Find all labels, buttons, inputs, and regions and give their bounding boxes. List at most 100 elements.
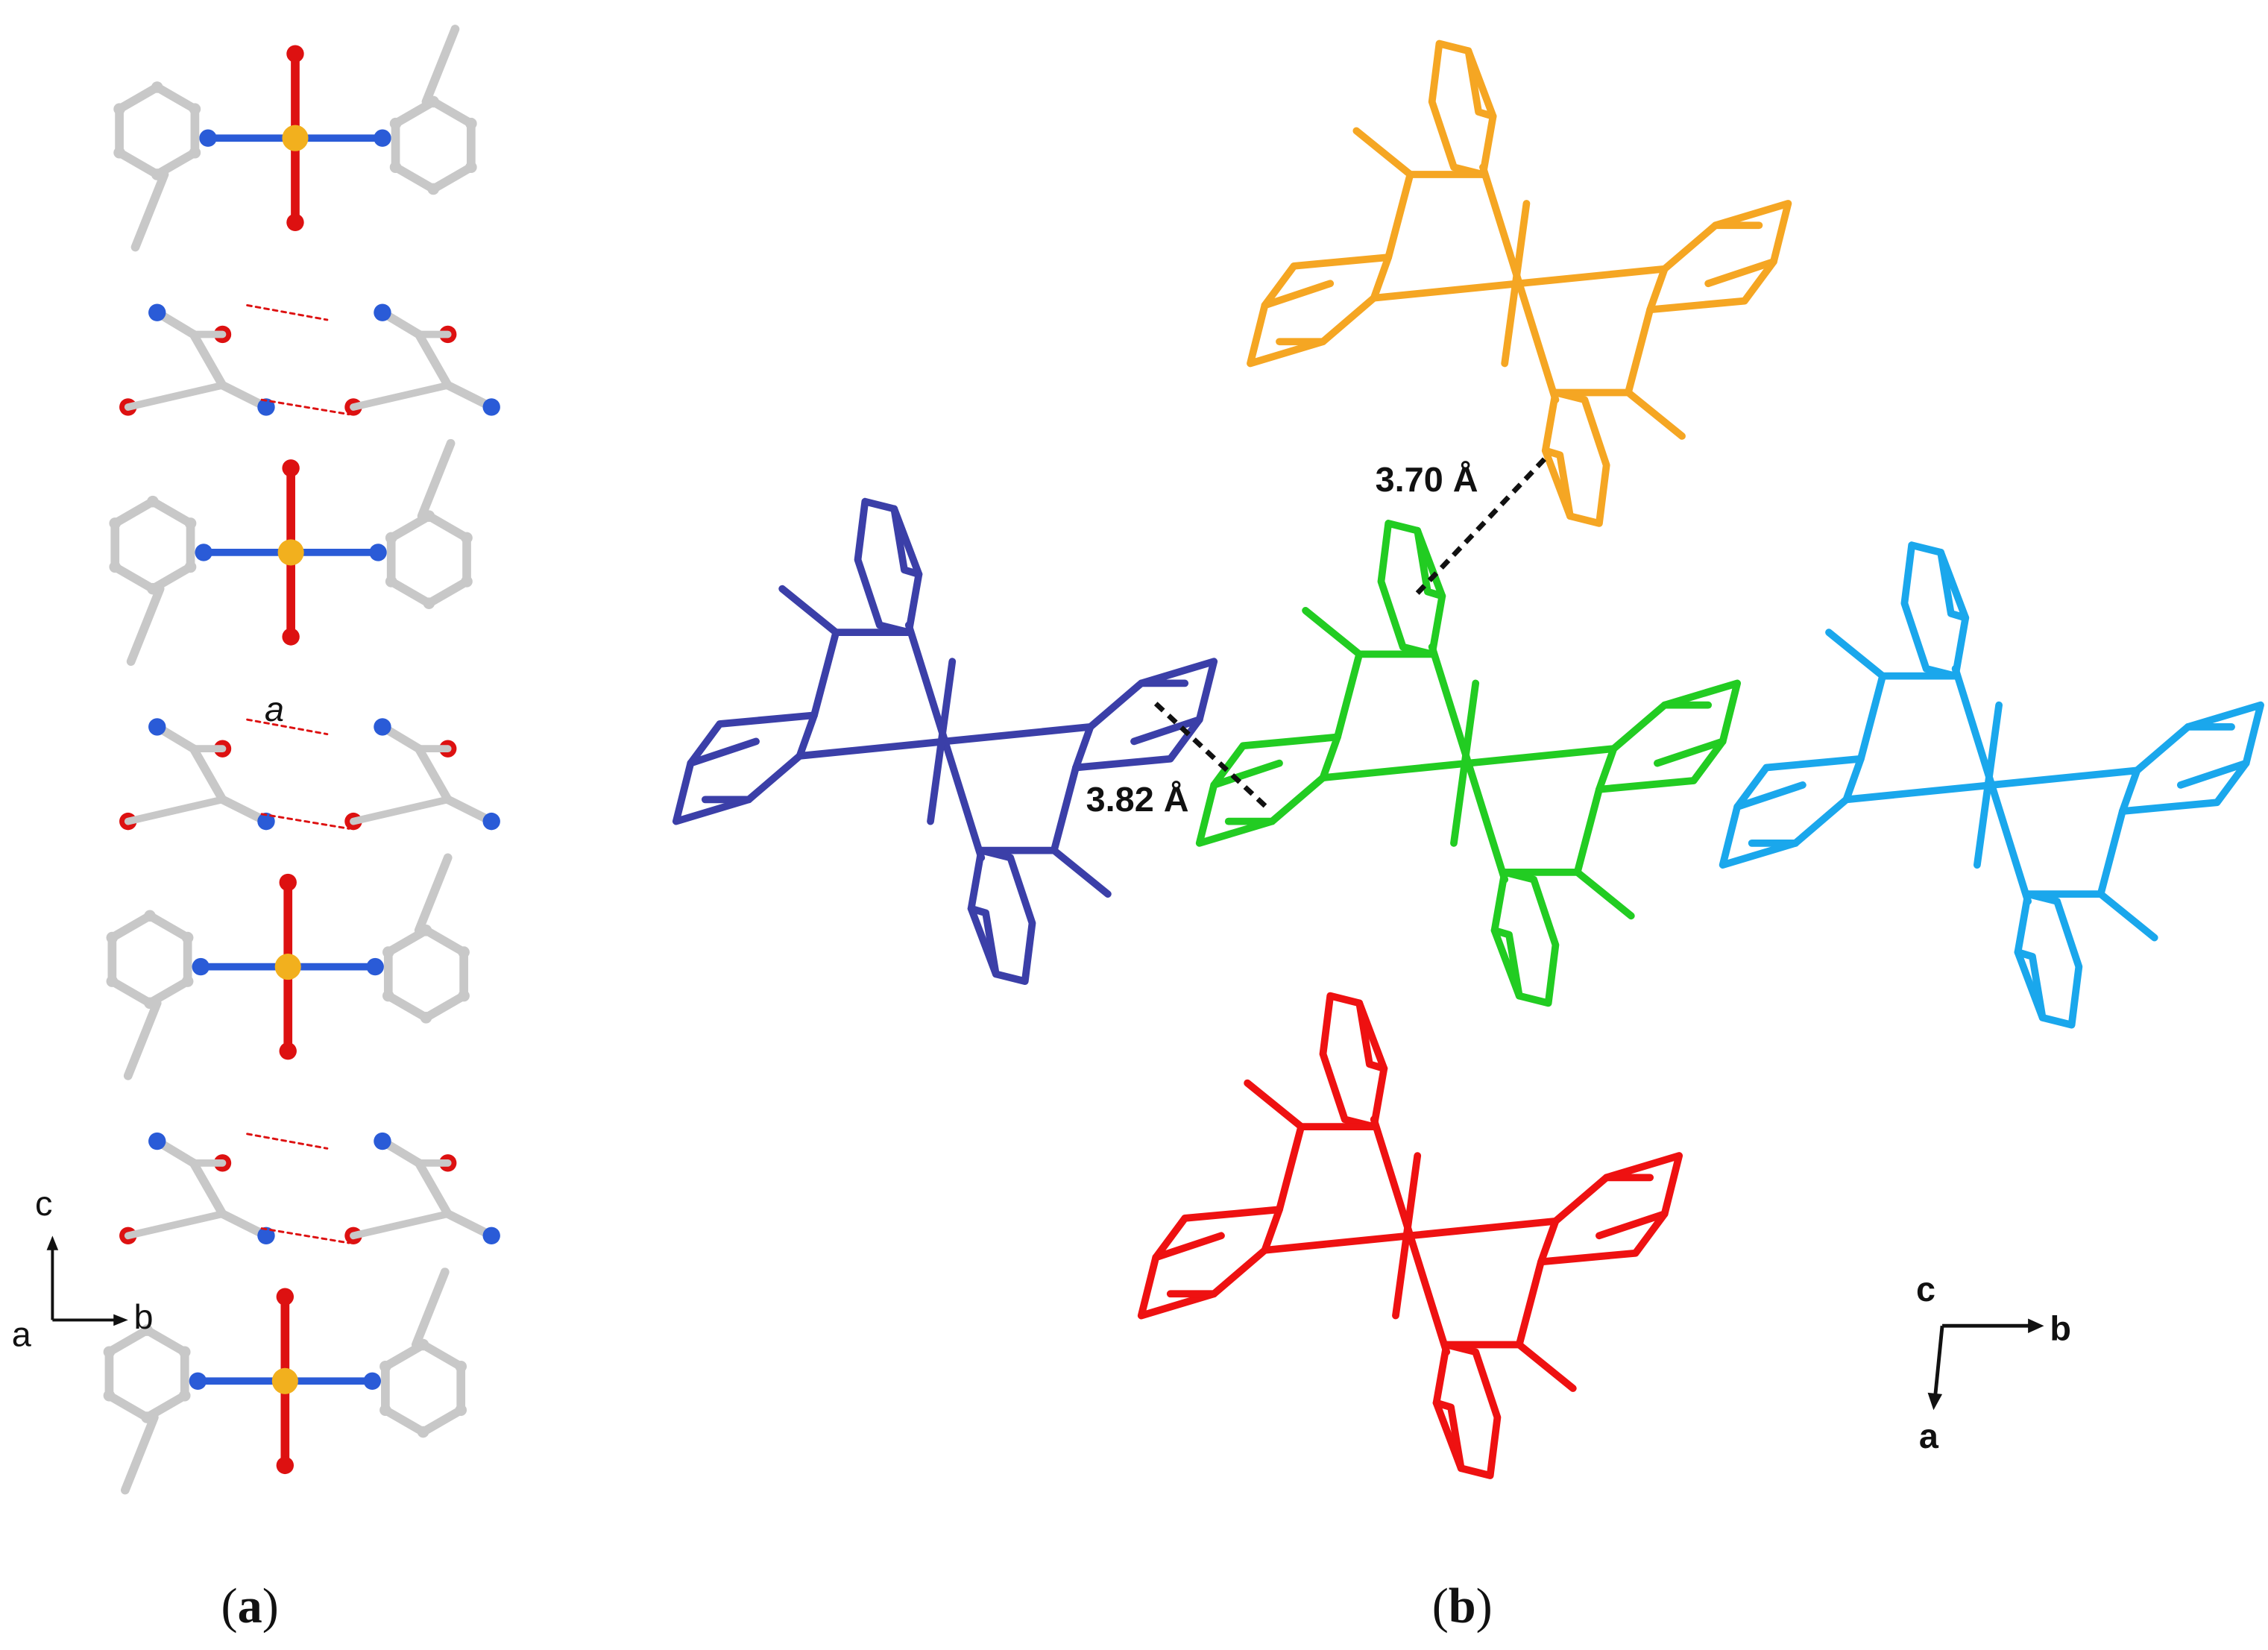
- molecule-right: [1719, 541, 2264, 1029]
- nitrogen-atom: [482, 812, 500, 831]
- ligand-bond: [1137, 1232, 1269, 1320]
- carbon-atom: [379, 1360, 391, 1373]
- ligand-bond: [1244, 1079, 1305, 1130]
- bond: [189, 1158, 227, 1218]
- nitrogen-atom: [374, 718, 391, 736]
- bond: [121, 1413, 159, 1495]
- axis-label-c: c: [35, 1184, 52, 1223]
- nitrogen-atom: [363, 1372, 382, 1390]
- bond: [418, 1405, 466, 1437]
- ligand-bond: [1377, 520, 1446, 658]
- bond: [350, 1210, 452, 1240]
- bond: [383, 991, 431, 1022]
- ligand-bond: [1302, 607, 1364, 658]
- ligand-bond: [1261, 1123, 1378, 1254]
- bond: [260, 1227, 350, 1244]
- carbon-atom: [382, 989, 394, 1002]
- ligand-bond: [1573, 868, 1635, 920]
- oxygen-atom: [279, 1042, 297, 1060]
- carbon-atom: [455, 1360, 467, 1373]
- nitrogen-atom: [192, 957, 210, 976]
- oxygen-atom: [276, 1288, 294, 1306]
- ligand-bond: [1610, 679, 1742, 767]
- ligand-bond: [977, 723, 1094, 854]
- bond: [107, 977, 154, 1008]
- metal-bond: [1392, 1152, 1422, 1320]
- carbon-atom: [189, 146, 201, 159]
- ligand-bond: [2014, 890, 2083, 1029]
- ligand-bond: [1355, 999, 1388, 1072]
- axis-label-a: a: [12, 1314, 32, 1353]
- bond: [246, 1133, 329, 1150]
- bond: [115, 148, 162, 179]
- ligand-bond: [2014, 948, 2047, 1021]
- ligand-bond: [1210, 733, 1341, 789]
- ligand-bond: [672, 737, 804, 825]
- carbon-atom: [144, 910, 156, 922]
- bond: [189, 744, 227, 804]
- carbon-atom: [385, 576, 397, 588]
- ligand-bond: [2133, 701, 2264, 789]
- carbon-atom: [106, 931, 119, 944]
- ligand-bond: [1596, 737, 1727, 793]
- ligand-bond: [2024, 766, 2141, 898]
- molecule-left: [672, 497, 1218, 985]
- carbon-atom: [106, 975, 119, 987]
- carbon-atom: [147, 495, 159, 508]
- ligand-bond: [1319, 650, 1436, 782]
- carbon-atom: [458, 989, 470, 1002]
- carbon-atom: [385, 532, 397, 544]
- axis-label-c: c: [1916, 1270, 1935, 1309]
- carbon-atom: [389, 161, 402, 174]
- carbon-atom: [458, 946, 470, 958]
- bond: [418, 1340, 466, 1371]
- axis-label-a: a: [1919, 1417, 1939, 1455]
- bond: [381, 1405, 428, 1437]
- metal-atom: [277, 539, 304, 566]
- bond: [115, 83, 162, 114]
- molecule-center: [1195, 520, 1742, 1007]
- ligand-bond: [967, 846, 1036, 985]
- metal-bond: [1501, 200, 1531, 368]
- distance-label-left: 3.82 Å: [1086, 780, 1189, 819]
- ligand-bond: [1937, 549, 1970, 622]
- ligand-bond: [967, 904, 1000, 978]
- bond: [429, 163, 476, 194]
- carbon-atom: [141, 1324, 153, 1336]
- ligand-bond: [1261, 254, 1393, 309]
- nitrogen-atom: [482, 398, 500, 416]
- bond: [417, 438, 456, 521]
- molecule-top: [1247, 40, 1792, 527]
- axes-indicator-b: c b a: [1916, 1270, 2071, 1455]
- nitrogen-atom: [257, 1227, 275, 1245]
- nitrogen-atom: [369, 544, 387, 561]
- axis-label-b: b: [2050, 1309, 2071, 1348]
- bond: [123, 998, 162, 1080]
- carbon-atom: [109, 517, 122, 529]
- ligand-bond: [1537, 1210, 1669, 1266]
- metal-atom: [271, 1367, 298, 1394]
- ligand-bond: [1432, 1341, 1502, 1479]
- bond: [246, 718, 329, 736]
- chain-axis-label: a: [265, 690, 284, 728]
- bond: [350, 796, 452, 825]
- nitrogen-atom: [195, 544, 212, 561]
- carbon-atom: [382, 946, 394, 958]
- carbon-atom: [151, 81, 163, 93]
- bond: [424, 577, 471, 608]
- bond: [152, 83, 200, 114]
- carbon-atom: [113, 103, 125, 116]
- contact-dashed-line-left: [1153, 702, 1270, 810]
- oxygen-atom: [279, 873, 297, 892]
- nitrogen-atom: [482, 1227, 500, 1245]
- ligand-bond: [2097, 890, 2158, 942]
- carbon-atom: [184, 517, 197, 529]
- carbon-atom: [379, 1404, 391, 1417]
- bond: [421, 991, 468, 1022]
- bond: [107, 911, 154, 942]
- carbon-atom: [113, 146, 125, 159]
- ligand-bond: [890, 505, 923, 579]
- nitrogen-atom: [148, 1132, 166, 1150]
- oxygen-atom: [282, 459, 300, 477]
